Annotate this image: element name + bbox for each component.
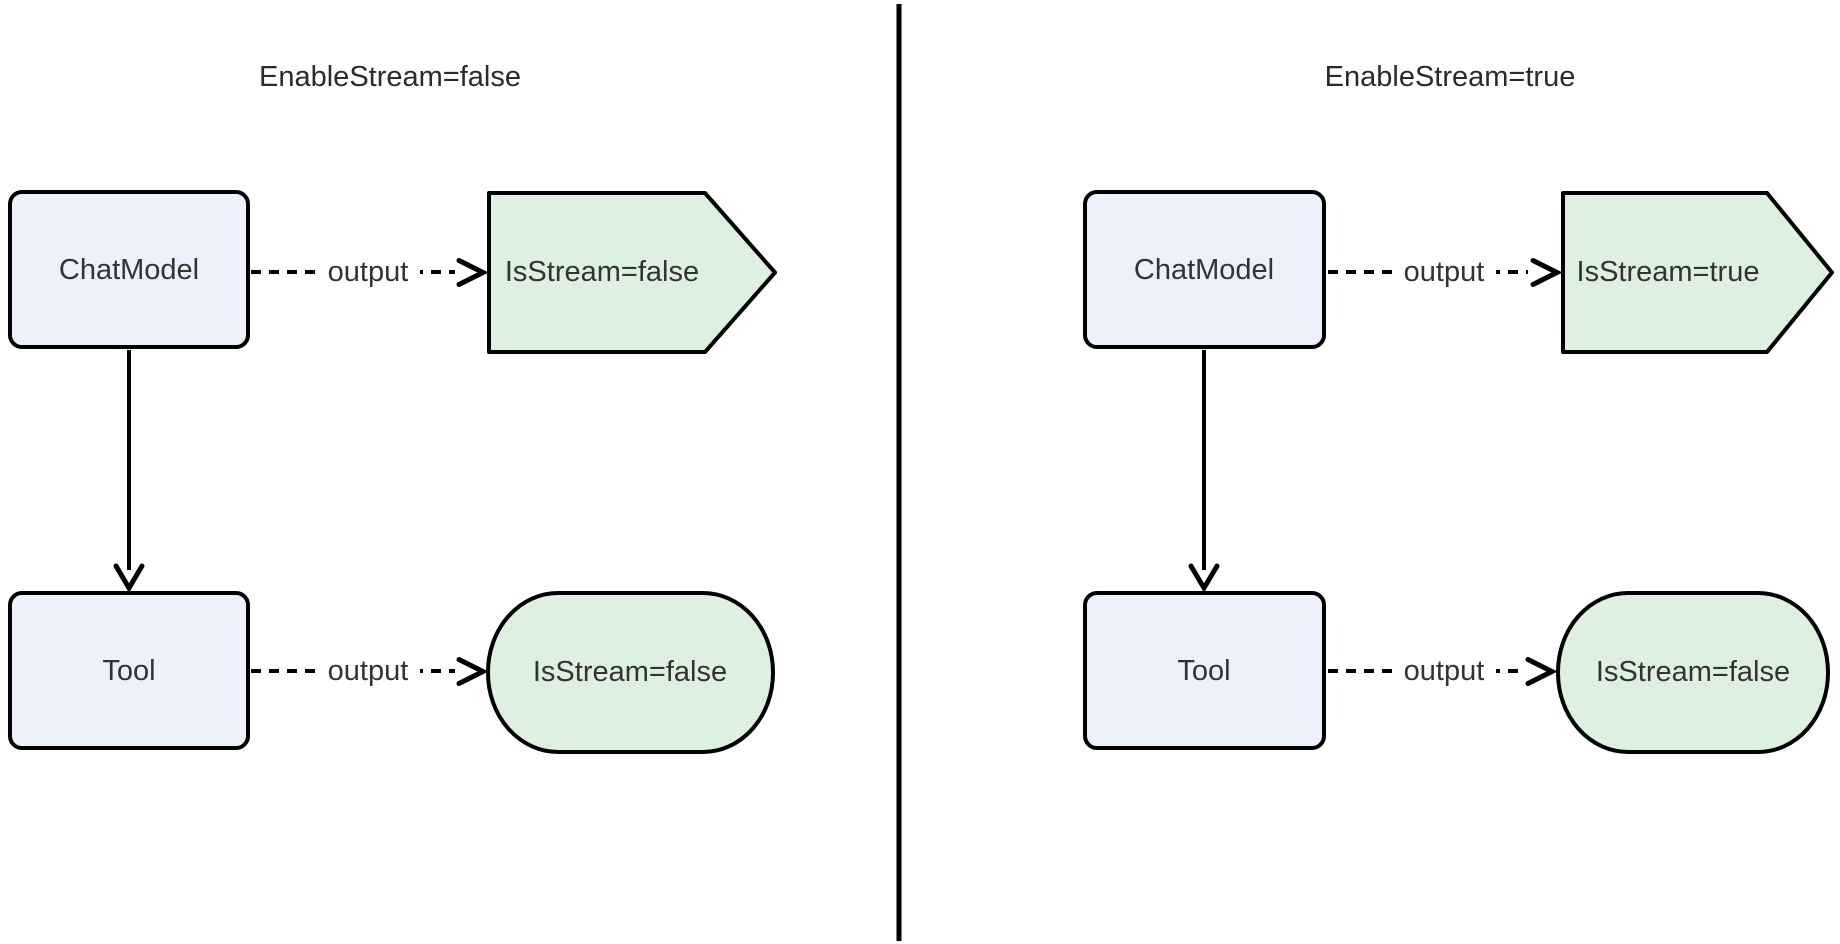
- chatmodel-label: ChatModel: [1134, 254, 1274, 286]
- tool-output-edge-label: output: [1404, 655, 1485, 687]
- chat-result-label: IsStream=true: [1577, 256, 1760, 288]
- tool-label: Tool: [1177, 655, 1230, 687]
- tool-result-label: IsStream=false: [1596, 656, 1790, 688]
- tool-output-arrowhead-icon: [1525, 657, 1558, 686]
- chatmodel-node: [8, 190, 250, 349]
- panel-enablestream-true: EnableStream=true ChatModel output IsStr…: [1083, 61, 1834, 754]
- tool-result-shape: [486, 591, 775, 754]
- chat-result-shape: [487, 191, 777, 354]
- tool-output-edge-label: output: [328, 655, 409, 687]
- chat-output-edge-label: output: [328, 256, 409, 288]
- tool-label: Tool: [102, 655, 155, 687]
- tool-result-label: IsStream=false: [533, 656, 727, 688]
- panel-enablestream-false: EnableStream=false ChatModel output IsSt…: [8, 61, 777, 754]
- chatmodel-label: ChatModel: [59, 254, 199, 286]
- tool-output-edge-label-bg: [316, 649, 420, 693]
- chat-output-arrowhead-icon: [456, 258, 489, 287]
- tool-node: [8, 591, 250, 750]
- tool-result-shape: [1556, 591, 1830, 754]
- tool-node: [1083, 591, 1326, 750]
- chat-to-tool-arrowhead-icon: [1188, 563, 1220, 593]
- tool-output-arrowhead-icon: [456, 657, 489, 686]
- chat-result-label: IsStream=false: [505, 256, 699, 288]
- chat-output-edge-label-bg: [1392, 250, 1496, 294]
- chat-output-edge-label-bg: [316, 250, 420, 294]
- panel-title: EnableStream=true: [1325, 61, 1576, 93]
- panel-title: EnableStream=false: [259, 61, 521, 93]
- chat-to-tool-arrowhead-icon: [113, 563, 145, 593]
- chat-result-shape: [1561, 191, 1834, 354]
- chat-output-arrowhead-icon: [1530, 258, 1563, 287]
- chatmodel-node: [1083, 190, 1326, 349]
- tool-output-edge-label-bg: [1392, 649, 1496, 693]
- chat-output-edge-label: output: [1404, 256, 1485, 288]
